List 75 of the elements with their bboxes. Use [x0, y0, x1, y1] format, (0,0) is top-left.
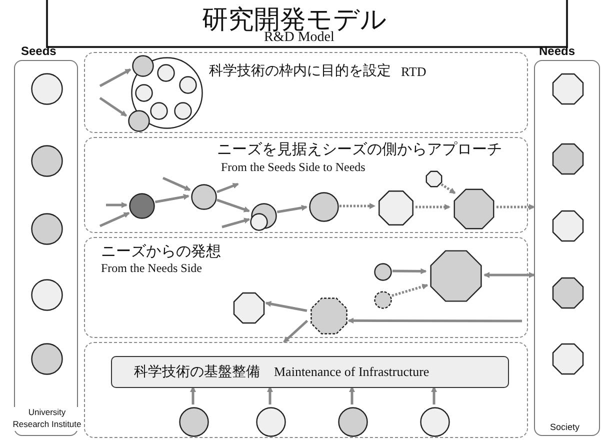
- circle-node: [31, 73, 63, 105]
- octagon-node: [377, 189, 415, 227]
- arrow: [99, 96, 128, 117]
- circle-node: [157, 64, 175, 82]
- box-label: Maintenance of Infrastructure: [274, 365, 430, 380]
- circle-node: [338, 407, 368, 437]
- circle-node: [374, 263, 392, 281]
- circle-node: [31, 145, 63, 177]
- dashed-panel: [84, 237, 528, 338]
- arrow: [99, 68, 132, 88]
- box-label: 科学技術の基盤整備: [134, 364, 260, 380]
- arrow: [283, 320, 308, 343]
- circle-node: [31, 343, 63, 375]
- arrow: [162, 176, 191, 192]
- dashed-arrow: [340, 203, 376, 210]
- circle-node: [150, 102, 168, 120]
- octagon-node: [309, 296, 349, 336]
- dashed-arrow: [496, 204, 535, 210]
- arrow: [392, 268, 427, 274]
- circle-node: [256, 407, 286, 437]
- circle-node: [420, 407, 450, 437]
- arrow: [154, 194, 190, 204]
- infrastructure-box: [111, 356, 509, 388]
- circle-node: [174, 102, 192, 120]
- arrow: [431, 386, 437, 404]
- panel-heading: ニーズを見据えシーズの側からアプローチ: [217, 142, 502, 158]
- dashed-arrow: [392, 284, 428, 297]
- arrow: [222, 218, 250, 228]
- arrow: [216, 182, 239, 194]
- dashed-arrow: [440, 183, 456, 194]
- circle-node: [132, 55, 154, 77]
- octagon-node: [452, 187, 496, 231]
- dashed-arrow: [416, 204, 451, 210]
- panel-heading: RTD: [401, 65, 426, 80]
- dashed-panel: [84, 52, 528, 133]
- column-caption: University Research Institute: [11, 407, 83, 431]
- octagon-node: [232, 291, 266, 325]
- panel-subheading: From the Needs Side: [101, 262, 202, 276]
- arrow: [265, 300, 308, 312]
- octagon-node: [551, 276, 585, 310]
- arrow: [267, 386, 273, 404]
- arrow: [276, 204, 308, 214]
- arrow: [348, 318, 522, 324]
- circle-node: [374, 291, 392, 309]
- double-arrow: [484, 272, 535, 278]
- circle-node: [250, 213, 268, 231]
- panel-subheading: From the Seeds Side to Needs: [221, 161, 366, 174]
- circle-node: [191, 184, 217, 210]
- dashed-panel: [84, 137, 528, 233]
- circle-node: [128, 110, 150, 132]
- arrow: [106, 202, 128, 208]
- circle-node: [135, 84, 153, 102]
- column-heading: Seeds: [21, 45, 56, 58]
- octagon-node: [551, 72, 585, 106]
- circle-node: [31, 213, 63, 245]
- column-heading: Needs: [539, 45, 576, 58]
- octagon-node: [551, 209, 585, 243]
- octagon-node: [428, 248, 484, 304]
- title-box: [46, 0, 568, 48]
- arrow: [349, 386, 355, 404]
- octagon-node: [551, 142, 585, 176]
- circle-node: [31, 279, 63, 311]
- arrow: [216, 198, 250, 212]
- panel-heading: ニーズからの発想: [101, 244, 221, 260]
- column-caption: Society: [550, 423, 580, 433]
- circle-node: [179, 407, 209, 437]
- circle-node: [179, 76, 197, 94]
- octagon-node: [551, 342, 585, 376]
- circle-node: [309, 192, 339, 222]
- circle-node: [129, 193, 155, 219]
- arrow: [99, 212, 130, 228]
- octagon-node: [425, 170, 443, 188]
- panel-heading: 科学技術の枠内に目的を設定: [209, 63, 391, 78]
- dashed-panel: [84, 342, 528, 438]
- arrow: [190, 386, 196, 404]
